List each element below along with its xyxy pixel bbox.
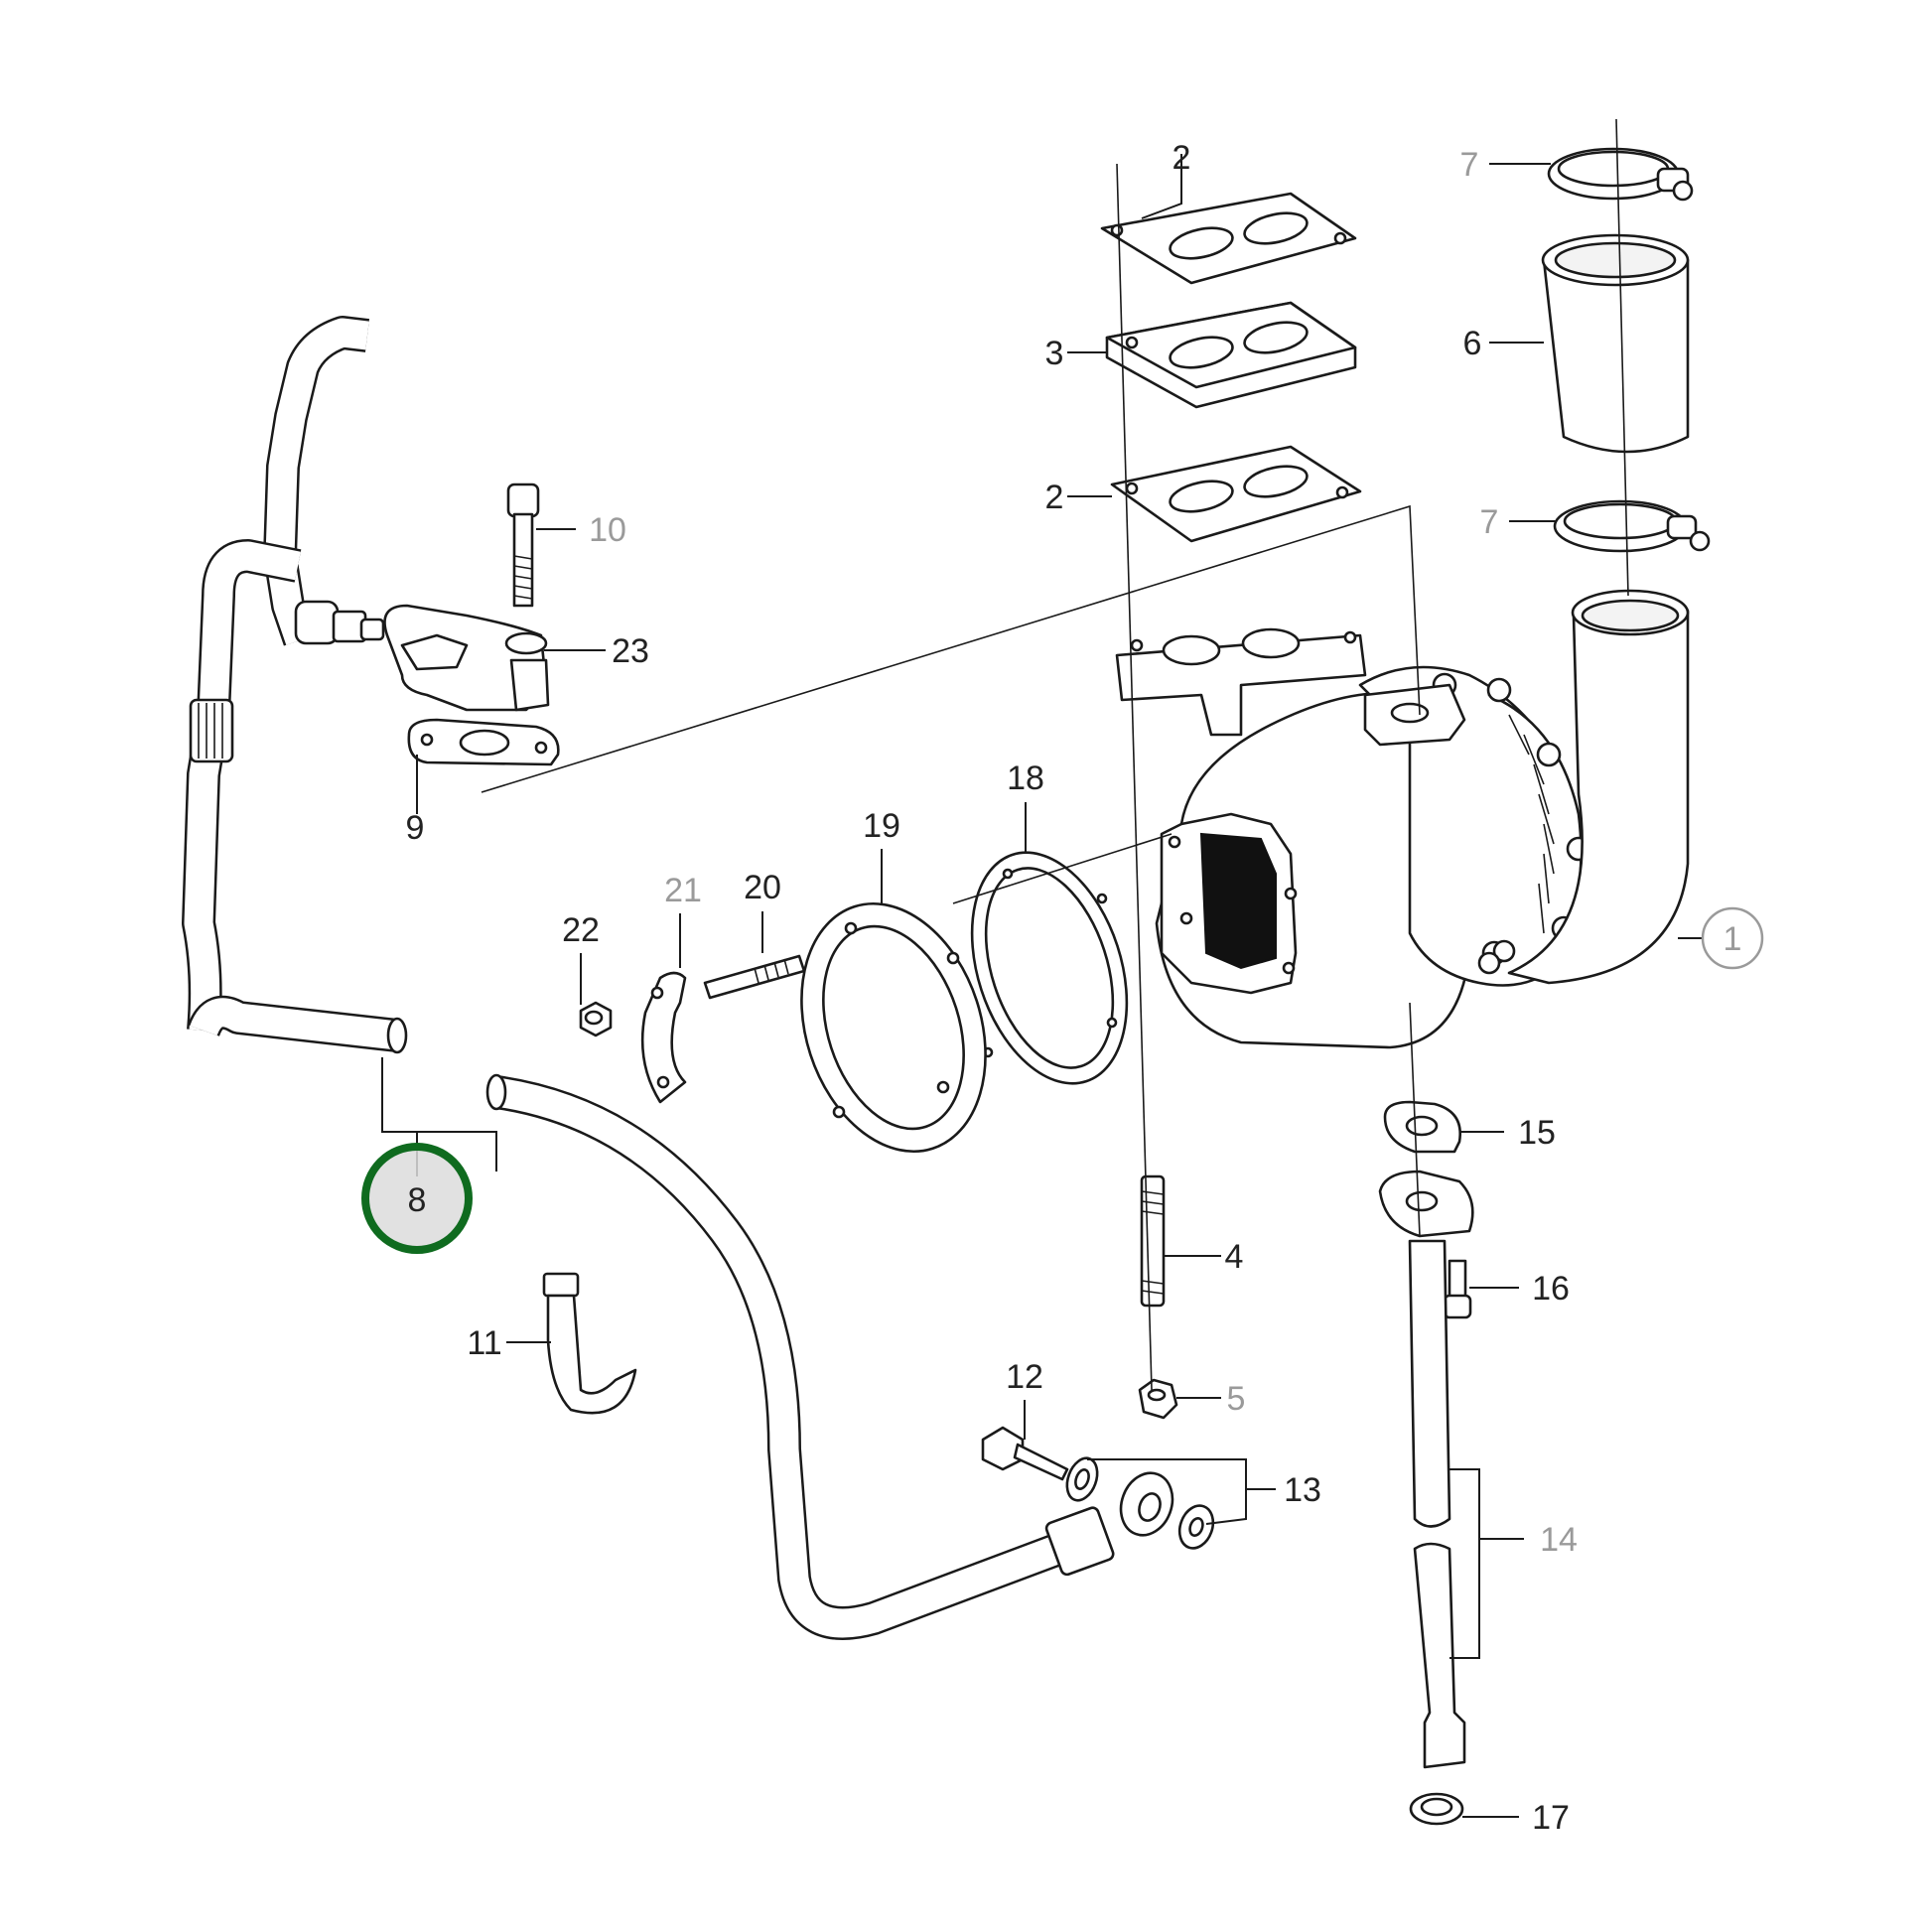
callout-14[interactable]: 14 bbox=[1540, 1521, 1578, 1559]
gasket-ring-18 bbox=[970, 851, 1129, 1085]
flange-3 bbox=[1105, 301, 1357, 409]
washer-17 bbox=[1409, 1792, 1464, 1826]
callout-18[interactable]: 18 bbox=[1007, 759, 1044, 797]
leader-lines bbox=[381, 118, 1708, 1818]
bolt-16 bbox=[1443, 1259, 1472, 1319]
drain-flange bbox=[1378, 1170, 1474, 1238]
callout-13[interactable]: 13 bbox=[1284, 1471, 1321, 1509]
gasket-15 bbox=[1383, 1100, 1462, 1154]
svg-text:8: 8 bbox=[408, 1181, 427, 1219]
gasket-2-top bbox=[1100, 192, 1357, 285]
oil-hose-upper bbox=[182, 316, 408, 1054]
oil-flange-connector-23 bbox=[383, 604, 550, 712]
hose-knurled-nut-upper bbox=[189, 698, 234, 763]
callout-17[interactable]: 17 bbox=[1532, 1799, 1570, 1837]
hose-clamp-7-lower bbox=[1553, 499, 1711, 553]
callout-23[interactable]: 23 bbox=[612, 632, 649, 670]
callout-2-lower[interactable]: 2 bbox=[1045, 479, 1064, 516]
bolt-10 bbox=[506, 483, 540, 608]
callout-12[interactable]: 12 bbox=[1006, 1358, 1043, 1396]
callout-7-top[interactable]: 7 bbox=[1460, 146, 1479, 184]
hose-fitting-upper bbox=[294, 600, 385, 645]
washer-13a bbox=[1065, 1456, 1099, 1502]
stud-4 bbox=[1140, 1174, 1166, 1308]
callout-4[interactable]: 4 bbox=[1225, 1238, 1244, 1276]
oil-hose-lower bbox=[485, 1073, 1078, 1640]
stud-20 bbox=[703, 954, 806, 1000]
hose-clamp-7-top bbox=[1547, 147, 1694, 202]
callout-15[interactable]: 15 bbox=[1518, 1114, 1556, 1152]
callout-1[interactable]: 1 bbox=[1701, 906, 1764, 970]
drain-pipe-14 bbox=[1408, 1239, 1466, 1769]
callout-2-top[interactable]: 2 bbox=[1173, 139, 1191, 177]
rubber-sleeve-6 bbox=[1541, 233, 1690, 454]
callout-8-highlighted[interactable]: 8 bbox=[361, 1143, 473, 1254]
callout-20[interactable]: 20 bbox=[744, 869, 781, 906]
callout-11[interactable]: 11 bbox=[467, 1324, 501, 1362]
callout-6[interactable]: 6 bbox=[1463, 325, 1482, 362]
callout-3[interactable]: 3 bbox=[1045, 335, 1064, 372]
callout-9[interactable]: 9 bbox=[406, 809, 425, 847]
callout-7-lower[interactable]: 7 bbox=[1480, 503, 1499, 541]
callout-16[interactable]: 16 bbox=[1532, 1270, 1570, 1308]
turbocharger-assembly-1 bbox=[1115, 589, 1690, 1049]
callout-22[interactable]: 22 bbox=[562, 911, 600, 949]
banjo-fitting-lower bbox=[1044, 1471, 1174, 1577]
callout-5[interactable]: 5 bbox=[1227, 1380, 1246, 1418]
svg-text:1: 1 bbox=[1724, 920, 1742, 958]
gasket-9 bbox=[407, 718, 560, 766]
washer-13b bbox=[1177, 1504, 1215, 1550]
hose-clip-11 bbox=[542, 1272, 637, 1415]
banjo-bolt-12 bbox=[981, 1426, 1069, 1481]
callout-19[interactable]: 19 bbox=[863, 807, 900, 845]
nut-5 bbox=[1138, 1378, 1178, 1420]
gasket-2-lower bbox=[1110, 445, 1362, 543]
nut-22 bbox=[579, 1001, 613, 1037]
callout-21[interactable]: 21 bbox=[664, 872, 702, 909]
clamp-ring-19 bbox=[800, 901, 987, 1154]
clamp-plate-21 bbox=[640, 971, 687, 1104]
callout-10[interactable]: 10 bbox=[589, 511, 626, 549]
